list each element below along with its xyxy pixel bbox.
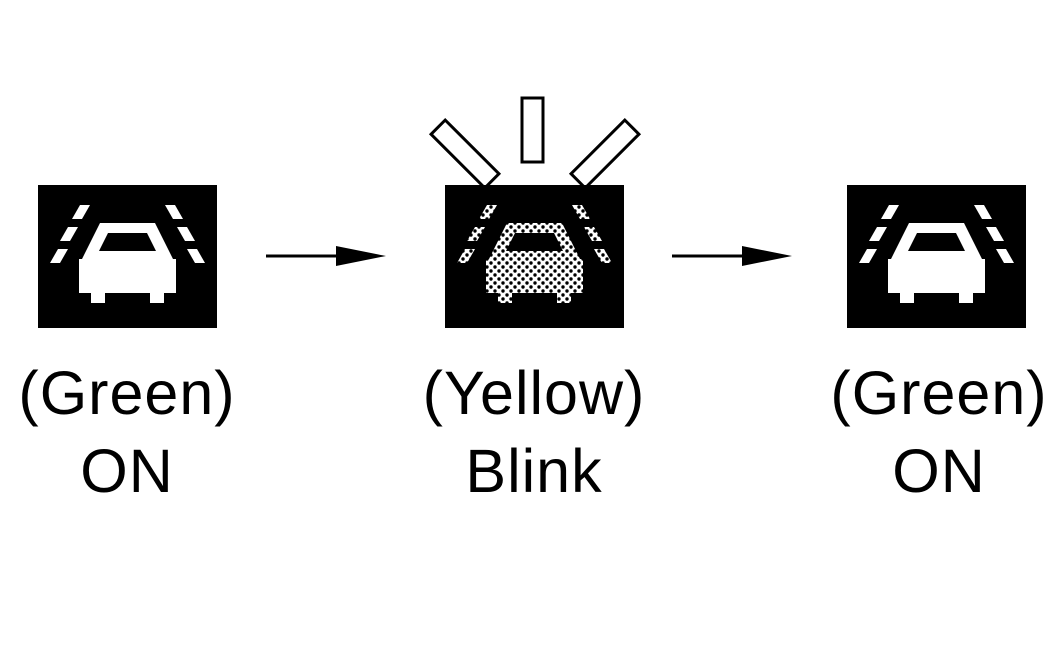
color-label: (Yellow) [422,359,646,427]
status-label: ON [80,437,174,505]
arrow-right-icon [672,246,792,266]
color-label: (Green) [830,359,1048,427]
blink-rays-icon [428,96,642,190]
lane-keep-car-icon [859,205,1014,303]
lane-keep-car-dotted-icon [457,205,612,303]
lane-indicator-yellow-blink [445,185,624,328]
state-label: (Yellow) Blink [405,354,663,510]
lane-indicator-green-on [847,185,1026,328]
state-label: (Green) ON [815,354,1063,510]
color-label: (Green) [18,359,236,427]
lane-keep-car-icon [50,205,205,303]
status-label: Blink [465,437,603,505]
status-label: ON [892,437,986,505]
state-label: (Green) ON [0,354,254,510]
arrow-right-icon [266,246,386,266]
lane-indicator-green-on [38,185,217,328]
